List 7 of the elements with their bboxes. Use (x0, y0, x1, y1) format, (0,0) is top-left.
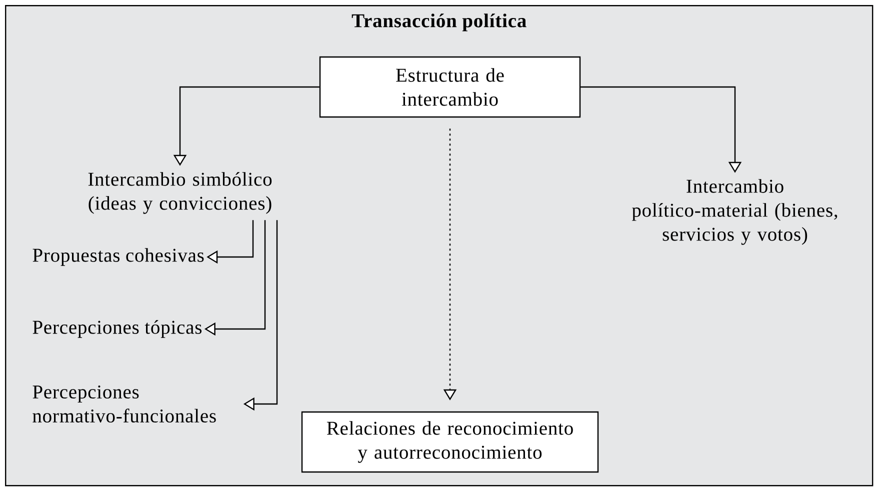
node-text: Percepciones tópicas (32, 320, 202, 338)
node-text: Intercambio simbólico (ideas y convicciones) (88, 172, 272, 214)
node-text: Propuestas cohesivas (32, 248, 204, 266)
node-text: Intercambio político-material (bienes, servicios y votos) (632, 179, 838, 245)
process-box: Relaciones de reconocimiento y autorreconocimiento (301, 411, 599, 473)
process-box: Estructura de intercambio (319, 56, 581, 118)
node-text: Percepciones normativo-funcionales (32, 385, 216, 423)
